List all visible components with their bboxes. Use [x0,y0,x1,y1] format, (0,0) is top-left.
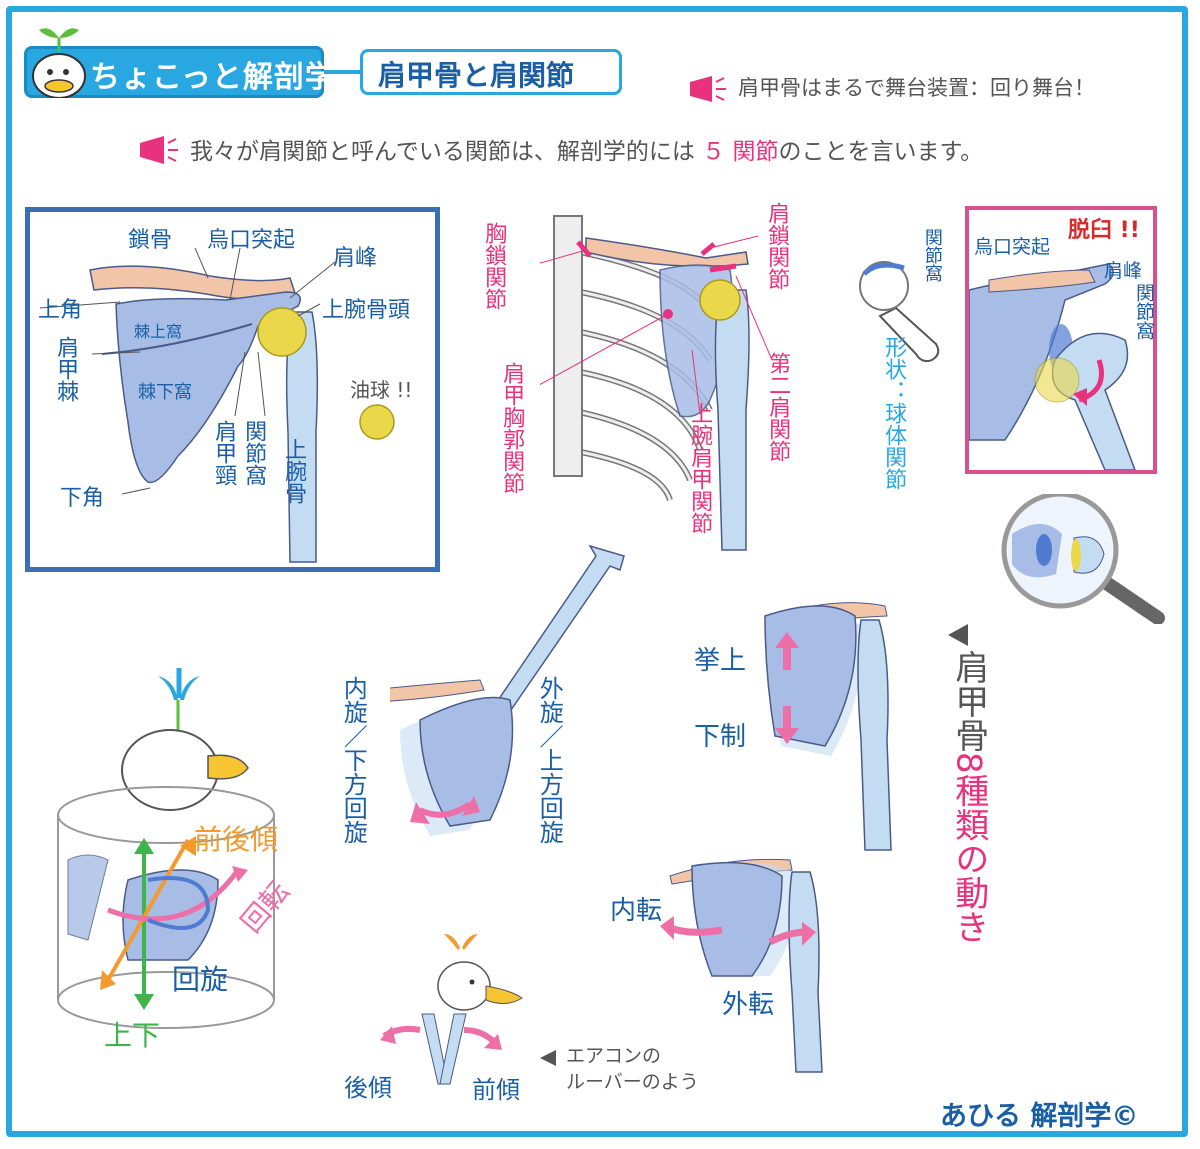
label-inferior-angle: 下角 [60,486,105,511]
movements-title: 肩甲骨8種類の動き [948,650,989,944]
note-joint-word: 関節 [732,139,779,165]
movements-title-b: 種類の動き [948,773,989,944]
label-scapulothoracic: 肩甲胸郭関節 [499,362,525,494]
label-sternoclavicular: 胸鎖関節 [481,222,507,310]
label-elevation: 挙上 [694,646,747,676]
five-joints-note: 我々が肩関節と呼んでいる関節は、解剖学的には ５ 関節のことを言います。 [190,132,983,166]
label-protraction: 内転 [610,896,663,926]
label-humeral-head: 上腕骨頭 [322,298,411,323]
oil-ball-shape [359,404,395,440]
label-glenohumeral: 上腕肩甲関節 [687,402,713,534]
louver-duck-illustration [380,934,523,1085]
outer-frame [6,6,1188,1137]
scapula-panel [25,207,440,572]
label-clavicle: 鎖骨 [128,228,173,253]
label-glenoid: 関節窩 [241,420,267,486]
dislocation-illustration [969,263,1136,470]
magnifier-icon [1001,494,1165,624]
label-shape-glenoid: 関節窩 [921,228,943,282]
credit: あひる 解剖学© [940,1101,1139,1132]
spine-line [101,323,253,355]
label-oil-ball: 油球 !! [350,378,413,402]
movements-title-num: 8 [948,752,989,774]
label-internal-rotation: 内旋／下方回旋 [339,676,368,844]
humeral-head-shape [257,307,307,357]
label-humerus: 上腕骨 [281,438,307,504]
label-dislocation: 脱臼 !! [1068,218,1140,243]
title-connector [324,70,360,74]
label-retraction: 外転 [722,990,775,1020]
label-updown: 上下 [104,1019,161,1052]
label-anterior-tilt: 前傾 [472,1076,520,1104]
topic-title: 肩甲骨と肩関節 [378,59,575,92]
note-prefix: 我々が肩関節と呼んでいる関節は、解剖学的には [190,139,695,165]
rotation-illustration [390,544,625,836]
label-acromioclavicular: 肩鎖関節 [764,202,790,290]
label-external-rotation: 外旋／上方回旋 [535,676,564,844]
topic-title-badge [360,49,622,95]
protraction-illustration [660,858,823,1073]
ball-joint-illustration [859,261,940,362]
label-supraspinous: 棘上窩 [134,322,183,341]
scapulothoracic-dot [663,309,673,319]
label-neck: 肩甲頸 [211,420,237,486]
note-number: ５ [702,139,726,165]
label-tilt: 前後傾 [194,823,279,856]
label-dislocation-glenoid: 関節窩 [1132,283,1155,340]
megaphone-icon [140,136,178,164]
thorax-illustration [540,215,773,551]
pointer-triangle-icon [948,624,968,646]
stage-note: 肩甲骨はまるで舞台装置：回り舞台！ [738,76,1095,100]
megaphone-icon [690,76,726,102]
cylinder-duck-illustration [57,668,275,1029]
clavicle-shape [585,237,749,268]
pointer-triangle-icon [540,1050,556,1066]
scapula-illustration [39,247,395,563]
humerus-shape [714,289,750,551]
label-ball-joint-shape: 形状：球体関節 [881,336,907,490]
label-turn: 回旋 [172,963,229,996]
elevation-illustration [764,602,892,851]
label-posterior-tilt: 後傾 [344,1074,392,1102]
label-acromion: 肩峰 [333,246,378,271]
duck-mascot-icon [32,28,86,98]
note-suffix: のことを言います。 [778,139,984,165]
label-infraspinous: 棘下窩 [138,382,192,403]
movements-title-a: 肩甲骨 [948,650,989,752]
label-spine: 肩甲棘 [53,336,79,402]
sternum-shape [553,215,583,477]
label-coracoid: 烏口突起 [207,228,296,253]
label-dislocation-coracoid: 烏口突起 [974,236,1051,258]
scapula-shape [115,291,301,484]
dislocation-panel [965,206,1157,474]
humeral-head-shape [699,279,741,321]
series-title: ちょこっと解剖学 [90,60,336,95]
label-dislocation-acromion: 肩峰 [1104,260,1143,282]
louver-note: エアコンの ルーバーのよう [566,1045,699,1093]
label-depression: 下制 [694,722,747,752]
label-superior-angle: 上角 [38,298,83,323]
label-second-shoulder: 第二肩関節 [765,352,791,462]
